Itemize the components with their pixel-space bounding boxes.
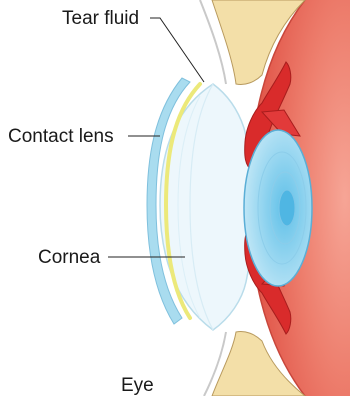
contact-lens-label: Contact lens: [8, 127, 114, 146]
cornea-label: Cornea: [38, 248, 100, 267]
cornea: [160, 84, 254, 330]
tear-fluid-pointer: [150, 18, 204, 82]
tear-fluid-label: Tear fluid: [62, 9, 139, 28]
crystalline-lens: [244, 130, 312, 286]
figure-caption: Eye: [121, 376, 154, 395]
